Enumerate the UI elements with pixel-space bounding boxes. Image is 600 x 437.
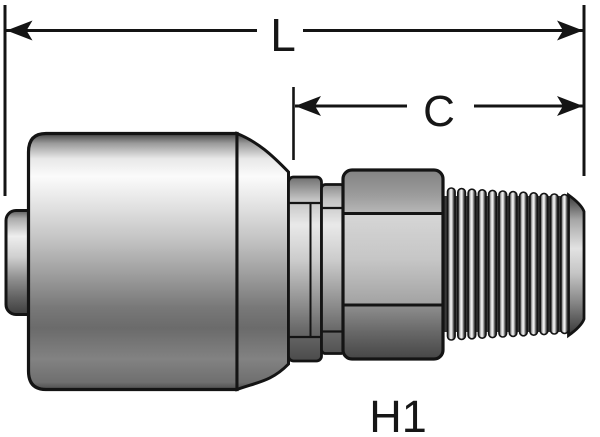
thread-ridge <box>508 190 518 338</box>
thread-ridge <box>529 192 539 336</box>
arrowhead-right-icon <box>557 96 583 116</box>
arrowhead-left-icon <box>295 96 321 116</box>
thread-ridge <box>467 188 477 340</box>
thread-tip <box>567 192 586 339</box>
thread-ridge <box>487 189 498 339</box>
thread-ridge <box>498 190 508 338</box>
arrowhead-right-icon <box>557 20 583 41</box>
ferrule-taper-cone <box>235 131 290 392</box>
coupling-body <box>4 131 586 392</box>
dimension-l <box>3 5 586 196</box>
part-code-label: H1 <box>369 391 427 437</box>
collar-ring-1 <box>287 175 323 363</box>
thread-ridge <box>456 187 467 341</box>
collar-ring-2 <box>320 183 346 355</box>
thread-ridge <box>559 193 570 335</box>
ferrule-shell <box>26 131 239 392</box>
collar-rings <box>287 175 346 363</box>
thread-ridge <box>446 187 456 341</box>
arrowhead-left-icon <box>6 20 33 41</box>
dimension-c <box>292 87 583 160</box>
thread-ridge <box>477 189 487 339</box>
hex-nut <box>341 168 445 361</box>
thread-ridge <box>539 192 549 336</box>
dimension-l-label: L <box>270 9 296 61</box>
male-pipe-thread <box>443 187 586 341</box>
thread-ridge <box>518 191 528 337</box>
dimension-c-label: C <box>423 87 455 136</box>
thread-ridge <box>549 193 559 335</box>
